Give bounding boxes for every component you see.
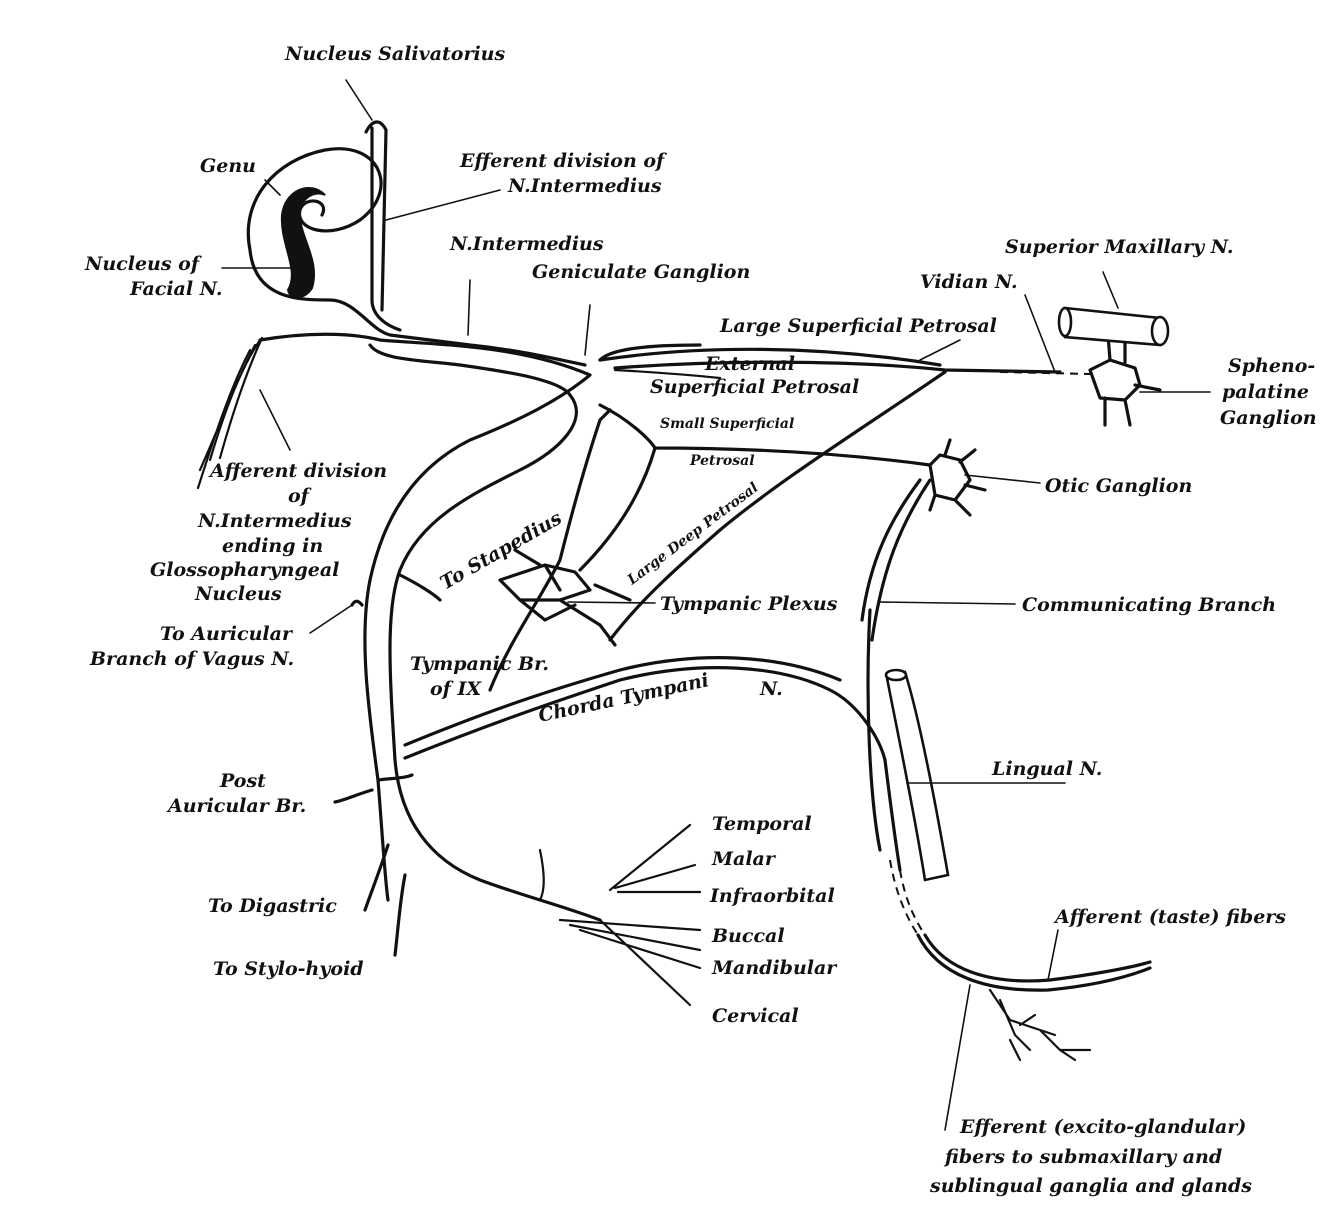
nerve-drawing xyxy=(196,79,1211,1131)
leader-afferent-taste xyxy=(1047,929,1059,981)
to-digastric-branch xyxy=(363,843,390,912)
label-lingual: Lingual N. xyxy=(991,758,1102,780)
label-genu: Genu xyxy=(200,155,256,177)
label-nucleus-salivatorius: Nucleus Salivatorius xyxy=(284,43,505,65)
leader-to-auricular xyxy=(309,604,353,634)
label-efferent-division-1: Efferent division of xyxy=(459,150,667,172)
lingual-continuation xyxy=(866,608,902,872)
leader-genu xyxy=(264,179,281,196)
label-to-stylo-hyoid: To Stylo-hyoid xyxy=(213,958,364,980)
tympanic-plexus-mesh xyxy=(498,548,632,647)
leader-efferent-excito xyxy=(944,984,971,1131)
label-mandibular: Mandibular xyxy=(711,957,838,979)
buccal-mandibular-fan xyxy=(558,918,702,1007)
label-otic-ganglion: Otic Ganglion xyxy=(1045,475,1192,497)
label-to-digastric: To Digastric xyxy=(208,895,337,917)
label-efferent-division-2: N.Intermedius xyxy=(507,175,662,197)
small-superficial-petrosal xyxy=(598,403,932,467)
leader-geniculate xyxy=(584,304,591,356)
label-large-superficial-petrosal: Large Superficial Petrosal xyxy=(719,315,997,337)
label-superior-maxillary: Superior Maxillary N. xyxy=(1005,236,1234,258)
label-post-auricular-1: Post xyxy=(219,770,266,792)
label-buccal: Buccal xyxy=(711,925,785,947)
label-small-superficial: Small Superficial xyxy=(660,416,794,432)
label-chorda-n: N. xyxy=(759,678,783,700)
facial-nucleus-body xyxy=(280,186,326,299)
label-external-superficial-petrosal-1: External xyxy=(704,353,795,375)
facial-main-trunk xyxy=(368,343,602,922)
large-deep-petrosal xyxy=(608,370,947,642)
label-afferent-taste: Afferent (taste) fibers xyxy=(1053,906,1286,928)
label-malar: Malar xyxy=(711,848,777,870)
label-tympanic-plexus: Tympanic Plexus xyxy=(660,593,838,615)
label-external-superficial-petrosal-2: Superficial Petrosal xyxy=(650,376,859,398)
label-spheno-palatine-2: palatine xyxy=(1222,381,1309,403)
spheno-palatine-ganglion xyxy=(1088,333,1162,427)
lingual-dashed xyxy=(889,859,926,936)
label-efferent-excito-3: sublingual ganglia and glands xyxy=(929,1175,1252,1197)
otic-ganglion xyxy=(928,438,987,517)
label-spheno-palatine-1: Spheno- xyxy=(1228,355,1315,377)
submaxillary-ganglion-fibers xyxy=(988,988,1092,1062)
to-stylo-hyoid-branch xyxy=(393,873,407,957)
leader-large-superficial xyxy=(919,339,961,361)
label-afferent-division-3: N.Intermedius xyxy=(197,510,352,532)
vidian-dashed xyxy=(999,371,1091,375)
leader-tympanic-plexus xyxy=(567,601,656,604)
label-afferent-division-4: ending in xyxy=(222,535,323,557)
communicating-branch xyxy=(860,478,932,642)
lingual-vessel xyxy=(884,668,950,882)
label-afferent-division-1: Afferent division xyxy=(208,460,387,482)
leader-n-intermedius xyxy=(467,279,471,336)
chorda-tympani xyxy=(403,656,887,762)
facial-outer-trunk xyxy=(258,332,702,902)
label-geniculate-ganglion: Geniculate Ganglion xyxy=(532,261,750,283)
label-tympanic-br-2: of IX xyxy=(430,678,482,700)
large-superficial-petrosal xyxy=(598,347,1062,374)
leader-otic xyxy=(964,474,1041,484)
leader-salivatorius xyxy=(345,79,373,121)
facial-nucleus-hook xyxy=(246,147,383,252)
label-tympanic-br-1: Tympanic Br. xyxy=(410,653,549,675)
label-post-auricular-2: Auricular Br. xyxy=(166,795,306,817)
label-nucleus-of-facial-2: Facial N. xyxy=(129,278,222,300)
to-stapedius-branch xyxy=(398,573,442,602)
afferent-division-fibers xyxy=(196,336,264,490)
label-nucleus-of-facial-1: Nucleus of xyxy=(84,253,202,275)
labels: Nucleus Salivatorius Genu Efferent divis… xyxy=(84,43,1317,1197)
external-superficial-petrosal xyxy=(613,368,722,380)
label-to-auricular-1: To Auricular xyxy=(160,623,294,645)
post-auricular-branch xyxy=(333,773,414,804)
label-petrosal: Petrosal xyxy=(689,453,755,469)
label-to-auricular-2: Branch of Vagus N. xyxy=(89,648,294,670)
leader-communicating xyxy=(879,601,1016,605)
label-afferent-division-2: of xyxy=(288,485,312,507)
label-afferent-division-6: Nucleus xyxy=(194,583,282,605)
label-communicating-branch: Communicating Branch xyxy=(1022,594,1276,616)
lingual-submax-course xyxy=(916,933,1152,992)
leader-vidian xyxy=(1024,294,1056,373)
salivatorius-stalk xyxy=(364,120,402,332)
temporal-malar-fan xyxy=(538,823,702,902)
label-spheno-palatine-3: Ganglion xyxy=(1220,407,1317,429)
label-vidian: Vidian N. xyxy=(920,271,1018,293)
leader-efferent xyxy=(385,189,501,221)
label-large-deep-petrosal: Large Deep Petrosal xyxy=(624,480,761,589)
label-infraorbital: Infraorbital xyxy=(709,885,835,907)
tympanic-connector xyxy=(488,408,657,692)
superior-maxillary-cylinder xyxy=(1057,306,1170,347)
label-efferent-excito-2: fibers to submaxillary and xyxy=(943,1146,1222,1168)
label-cervical: Cervical xyxy=(712,1005,799,1027)
auricular-vagus-branch xyxy=(350,599,364,607)
label-afferent-division-5: Glossopharyngeal xyxy=(150,559,339,581)
genu-loop xyxy=(248,248,587,367)
label-n-intermedius: N.Intermedius xyxy=(449,233,604,255)
label-efferent-excito-1: Efferent (excito-glandular) xyxy=(959,1116,1246,1138)
label-temporal: Temporal xyxy=(712,813,812,835)
leader-superior-maxillary xyxy=(1102,271,1119,309)
leader-afferent-division xyxy=(259,389,291,451)
